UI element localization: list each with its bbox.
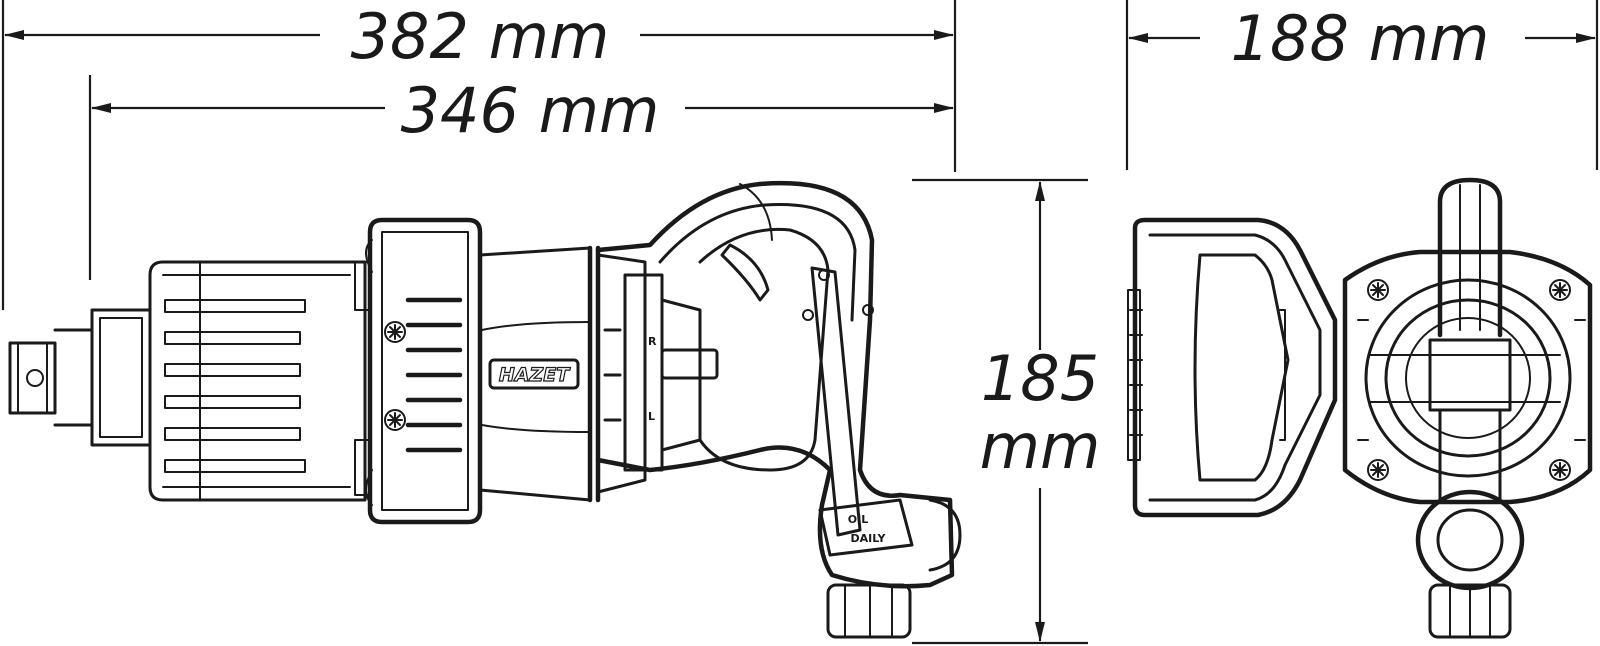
rear-handle-bottom <box>1415 408 1525 639</box>
side-handle <box>1127 217 1338 518</box>
d-handle <box>595 180 955 589</box>
overall-length-label: 382 mm <box>351 0 610 73</box>
brand-plate <box>488 358 580 390</box>
body-length-label: 346 mm <box>401 74 660 147</box>
screw-head <box>1367 279 1389 301</box>
air-inlet-assembly: OIL DAILY <box>818 498 962 639</box>
screw-head <box>1549 459 1571 481</box>
oil-daily-badge <box>818 498 914 557</box>
width-label: 188 mm <box>1231 2 1490 75</box>
oil-badge-bottom: DAILY <box>851 532 887 545</box>
motor-housing: HAZET <box>478 245 601 503</box>
reverse-valve: R L <box>596 253 719 494</box>
rear-handle-top <box>1428 177 1512 412</box>
rear-view-tool <box>1127 177 1593 639</box>
trigger <box>720 243 770 302</box>
height-unit-label: mm <box>980 410 1101 483</box>
retaining-pin-hole <box>26 369 44 387</box>
dimension-overall-length: 382 mm <box>1 0 957 310</box>
dimension-body-length: 346 mm <box>88 74 954 280</box>
rubber-boot-ring <box>354 217 483 525</box>
screw-head <box>384 321 406 343</box>
finned-hammer-housing <box>148 260 367 502</box>
brand-label: HAZET <box>499 364 571 386</box>
screw-head <box>1549 279 1571 301</box>
oil-badge-top: OIL <box>848 513 868 526</box>
height-value-label: 185 <box>981 342 1099 415</box>
square-drive-anvil <box>8 328 94 427</box>
direction-right-label: R <box>648 335 657 348</box>
dimension-height: 185 mm <box>912 178 1101 645</box>
screw-head <box>384 409 406 431</box>
rear-housing <box>1342 249 1593 505</box>
side-view-tool: HAZET R L OIL DAILY <box>8 180 962 639</box>
grip-ridges <box>405 297 463 453</box>
reverse-lever <box>660 348 719 380</box>
screw-head <box>1367 459 1389 481</box>
dimension-width: 188 mm <box>1125 0 1599 170</box>
direction-left-label: L <box>648 410 655 423</box>
